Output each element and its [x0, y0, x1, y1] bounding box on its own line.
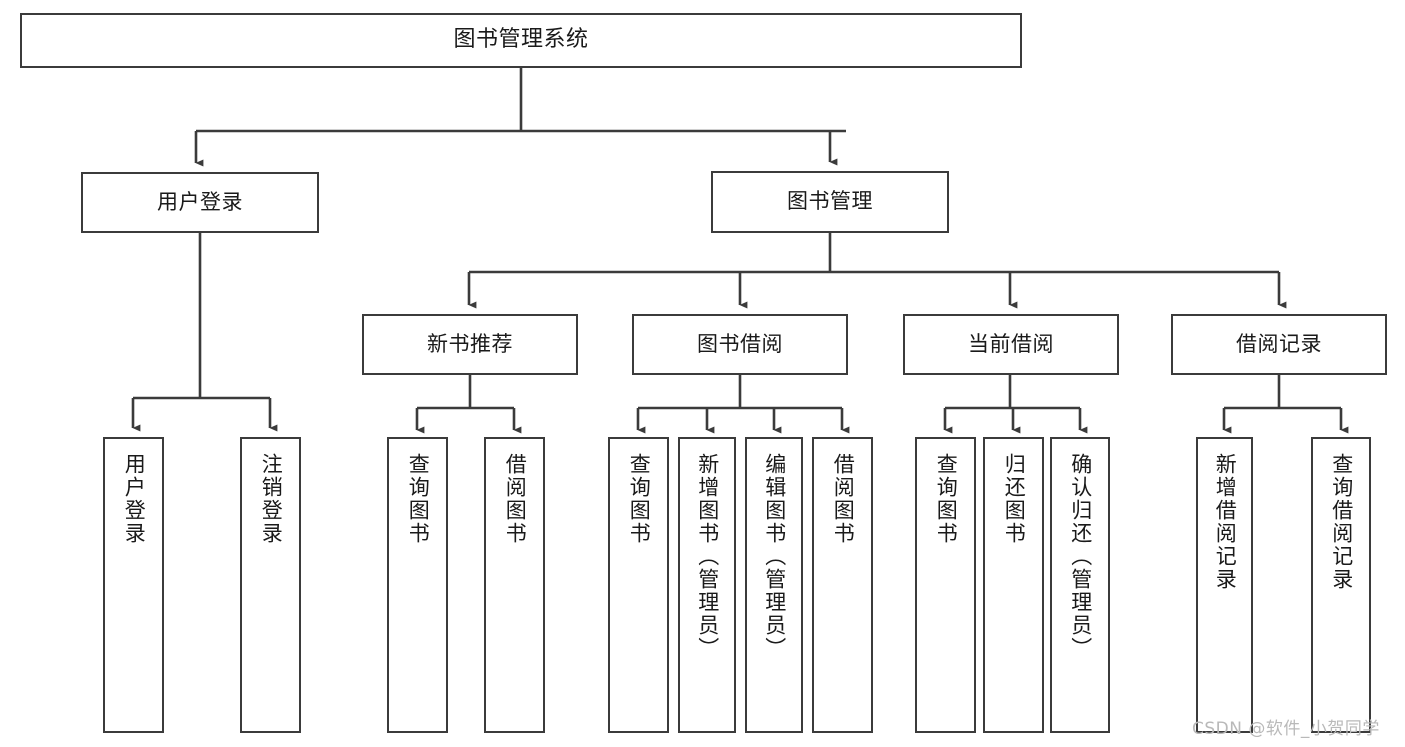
node-leaf-add-book[interactable]: 新增图书（管理员） [678, 437, 736, 733]
node-leaf-borrow-book-rec-label: 借阅图书 [503, 453, 528, 545]
csdn-watermark: CSDN @软件_小贺同学 [1192, 719, 1380, 739]
node-leaf-logout-label: 注销登录 [259, 453, 284, 545]
node-new-book-rec[interactable]: 新书推荐 [362, 314, 578, 375]
node-leaf-add-book-label: 新增图书（管理员） [695, 453, 720, 660]
node-book-borrow-label: 图书借阅 [697, 331, 783, 356]
node-borrow-record-label: 借阅记录 [1236, 331, 1322, 356]
user-login-to-leaves-connectors [131, 233, 278, 432]
node-current-borrow[interactable]: 当前借阅 [903, 314, 1119, 375]
node-leaf-borrow-book-label: 借阅图书 [831, 453, 856, 545]
node-leaf-add-record-label: 新增借阅记录 [1213, 453, 1238, 591]
node-book-manage[interactable]: 图书管理 [711, 171, 949, 233]
node-root-title[interactable]: 图书管理系统 [20, 13, 1022, 68]
node-leaf-return-book[interactable]: 归还图书 [983, 437, 1044, 733]
node-leaf-edit-book-label: 编辑图书（管理员） [762, 453, 787, 660]
node-current-borrow-label: 当前借阅 [968, 331, 1054, 356]
node-leaf-confirm-return[interactable]: 确认归还（管理员） [1050, 437, 1110, 733]
node-leaf-borrow-book[interactable]: 借阅图书 [812, 437, 873, 733]
node-leaf-query-book-rec-label: 查询图书 [406, 453, 431, 545]
node-leaf-user-login-label: 用户登录 [122, 453, 147, 545]
node-leaf-query-book-rec[interactable]: 查询图书 [387, 437, 448, 733]
node-book-manage-label: 图书管理 [787, 189, 873, 214]
node-leaf-confirm-return-label: 确认归还（管理员） [1068, 453, 1093, 660]
root-to-level2-connectors [194, 68, 846, 167]
node-leaf-edit-book[interactable]: 编辑图书（管理员） [745, 437, 803, 733]
node-leaf-add-record[interactable]: 新增借阅记录 [1196, 437, 1253, 733]
node-leaf-borrow-book-rec[interactable]: 借阅图书 [484, 437, 545, 733]
node-leaf-query-book-cur-label: 查询图书 [934, 453, 959, 545]
borrow-record-to-leaves-connectors [1222, 375, 1349, 434]
node-leaf-query-record[interactable]: 查询借阅记录 [1311, 437, 1371, 733]
node-new-book-rec-label: 新书推荐 [427, 331, 513, 356]
book-manage-to-level3-connectors [467, 233, 1287, 309]
new-book-rec-to-leaves-connectors [415, 375, 522, 434]
current-borrow-to-leaves-connectors [943, 375, 1088, 434]
node-leaf-query-book-borrow[interactable]: 查询图书 [608, 437, 669, 733]
node-user-login-label: 用户登录 [157, 189, 243, 214]
node-leaf-query-record-label: 查询借阅记录 [1329, 453, 1354, 591]
node-book-borrow[interactable]: 图书借阅 [632, 314, 848, 375]
node-leaf-logout[interactable]: 注销登录 [240, 437, 301, 733]
book-borrow-to-leaves-connectors [636, 375, 850, 434]
node-borrow-record[interactable]: 借阅记录 [1171, 314, 1387, 375]
node-user-login[interactable]: 用户登录 [81, 172, 319, 233]
node-leaf-query-book-borrow-label: 查询图书 [627, 453, 652, 545]
node-leaf-user-login[interactable]: 用户登录 [103, 437, 164, 733]
node-leaf-return-book-label: 归还图书 [1002, 453, 1027, 545]
node-root-title-label: 图书管理系统 [453, 27, 589, 53]
node-leaf-query-book-cur[interactable]: 查询图书 [915, 437, 976, 733]
